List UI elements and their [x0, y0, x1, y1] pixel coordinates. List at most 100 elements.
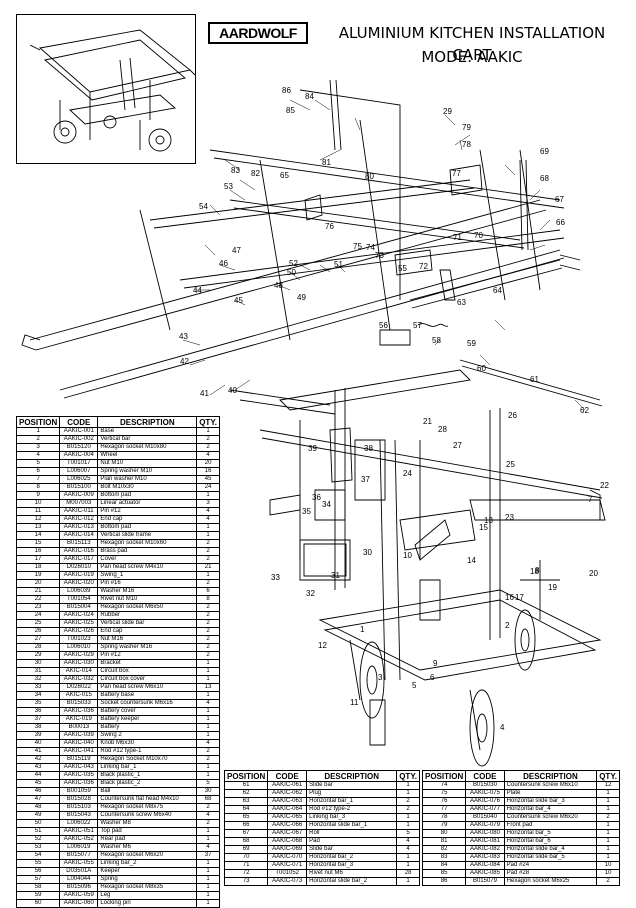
callout-number: 2 [505, 621, 510, 630]
cell-qty: 68 [196, 795, 220, 804]
callout-number: 78 [462, 140, 471, 149]
cell-position: 63 [223, 797, 269, 806]
callout-number: 69 [540, 147, 549, 156]
callout-number: 36 [312, 493, 321, 502]
cell-description: Rivet nut M10 [97, 595, 198, 604]
cell-description: Linking bar_2 [97, 859, 198, 868]
col-code: CODE [267, 770, 308, 782]
cell-description: Leg [97, 891, 198, 900]
cell-code: AAKIC-051 [59, 827, 99, 836]
cell-code: B015040 [465, 813, 505, 822]
cell-qty: 28 [396, 869, 420, 878]
cell-code: AAKIC-013 [59, 523, 99, 532]
callout-number: 50 [287, 268, 296, 277]
cell-description: Pin #12 [97, 507, 198, 516]
cell-description: Horizontal slide bar_4 [503, 845, 598, 854]
parts-list-header-row: POSITION CODE DESCRIPTION QTY. [15, 416, 220, 428]
callout-number: 81 [322, 158, 331, 167]
col-position: POSITION [421, 770, 467, 782]
callout-number: 55 [398, 264, 407, 273]
cell-code: B015077 [59, 851, 99, 860]
cell-description: Front pad [503, 821, 598, 830]
cell-qty: 2 [196, 579, 220, 588]
cell-description: Nut M10 [97, 459, 198, 468]
cell-qty: 1 [596, 789, 620, 798]
cell-qty: 12 [596, 781, 620, 790]
cell-code: AAKIC-069 [267, 845, 308, 854]
cell-description: Washer M8 [97, 819, 198, 828]
cell-code: AAKIC-036 [59, 707, 99, 716]
callout-number: 40 [228, 386, 237, 395]
cell-description: Pin #16 [97, 579, 198, 588]
cell-code: B015100 [59, 483, 99, 492]
cell-description: Battery base [97, 691, 198, 700]
cell-position: 51 [15, 827, 61, 836]
parts-list-header-row: POSITION CODE DESCRIPTION QTY. [421, 770, 620, 782]
cell-code: M007003 [59, 499, 99, 508]
cell-code: AAKIC-024 [59, 611, 99, 620]
callout-number: 72 [419, 262, 428, 271]
callout-number: 80 [365, 172, 374, 181]
cell-position: 83 [421, 853, 467, 862]
cell-qty: 2 [196, 619, 220, 628]
cell-code: B015043 [59, 811, 99, 820]
cell-qty: 2 [196, 755, 220, 764]
callout-number: 14 [467, 556, 476, 565]
cell-position: 39 [15, 731, 61, 740]
cell-position: 50 [15, 819, 61, 828]
callout-number: 18 [530, 567, 539, 576]
cell-position: 10 [15, 499, 61, 508]
callout-number: 85 [286, 106, 295, 115]
cell-qty: 1 [196, 867, 220, 876]
cell-description: Countersunk screw M6x40 [97, 811, 198, 820]
cell-qty: 2 [196, 547, 220, 556]
cell-code: AAKIC-059 [59, 891, 99, 900]
callout-number: 13 [484, 516, 493, 525]
callout-number: 58 [432, 336, 441, 345]
cell-qty: 2 [196, 643, 220, 652]
cell-description: Battery [97, 723, 198, 732]
cell-qty: 8 [196, 595, 220, 604]
model-code: MODE: AAKIC [421, 48, 523, 66]
cell-position: 70 [223, 853, 269, 862]
cell-qty: 2 [396, 805, 420, 814]
cell-code: AAKIC-029 [59, 651, 99, 660]
callout-number: 10 [403, 551, 412, 560]
cell-code: AAKIC-040 [59, 739, 99, 748]
col-qty: QTY. [196, 416, 220, 428]
cell-qty: 2 [196, 443, 220, 452]
cell-description: Keeper [97, 867, 198, 876]
callout-number: 27 [453, 441, 462, 450]
cell-qty: 1 [196, 427, 220, 436]
cell-code: L006022 [59, 819, 99, 828]
cell-description: Black plastic_2 [97, 779, 198, 788]
cell-code: L004044 [59, 875, 99, 884]
cell-qty: 1 [196, 707, 220, 716]
cell-qty: 1 [596, 829, 620, 838]
callout-number: 48 [274, 281, 283, 290]
col-position: POSITION [15, 416, 61, 428]
cell-description: End cap [97, 627, 198, 636]
callout-number: 83 [231, 166, 240, 175]
cell-position: 36 [15, 707, 61, 716]
cell-description: Hexagon socket M6x50 [97, 603, 198, 612]
cell-code: AAKIC-076 [465, 797, 505, 806]
